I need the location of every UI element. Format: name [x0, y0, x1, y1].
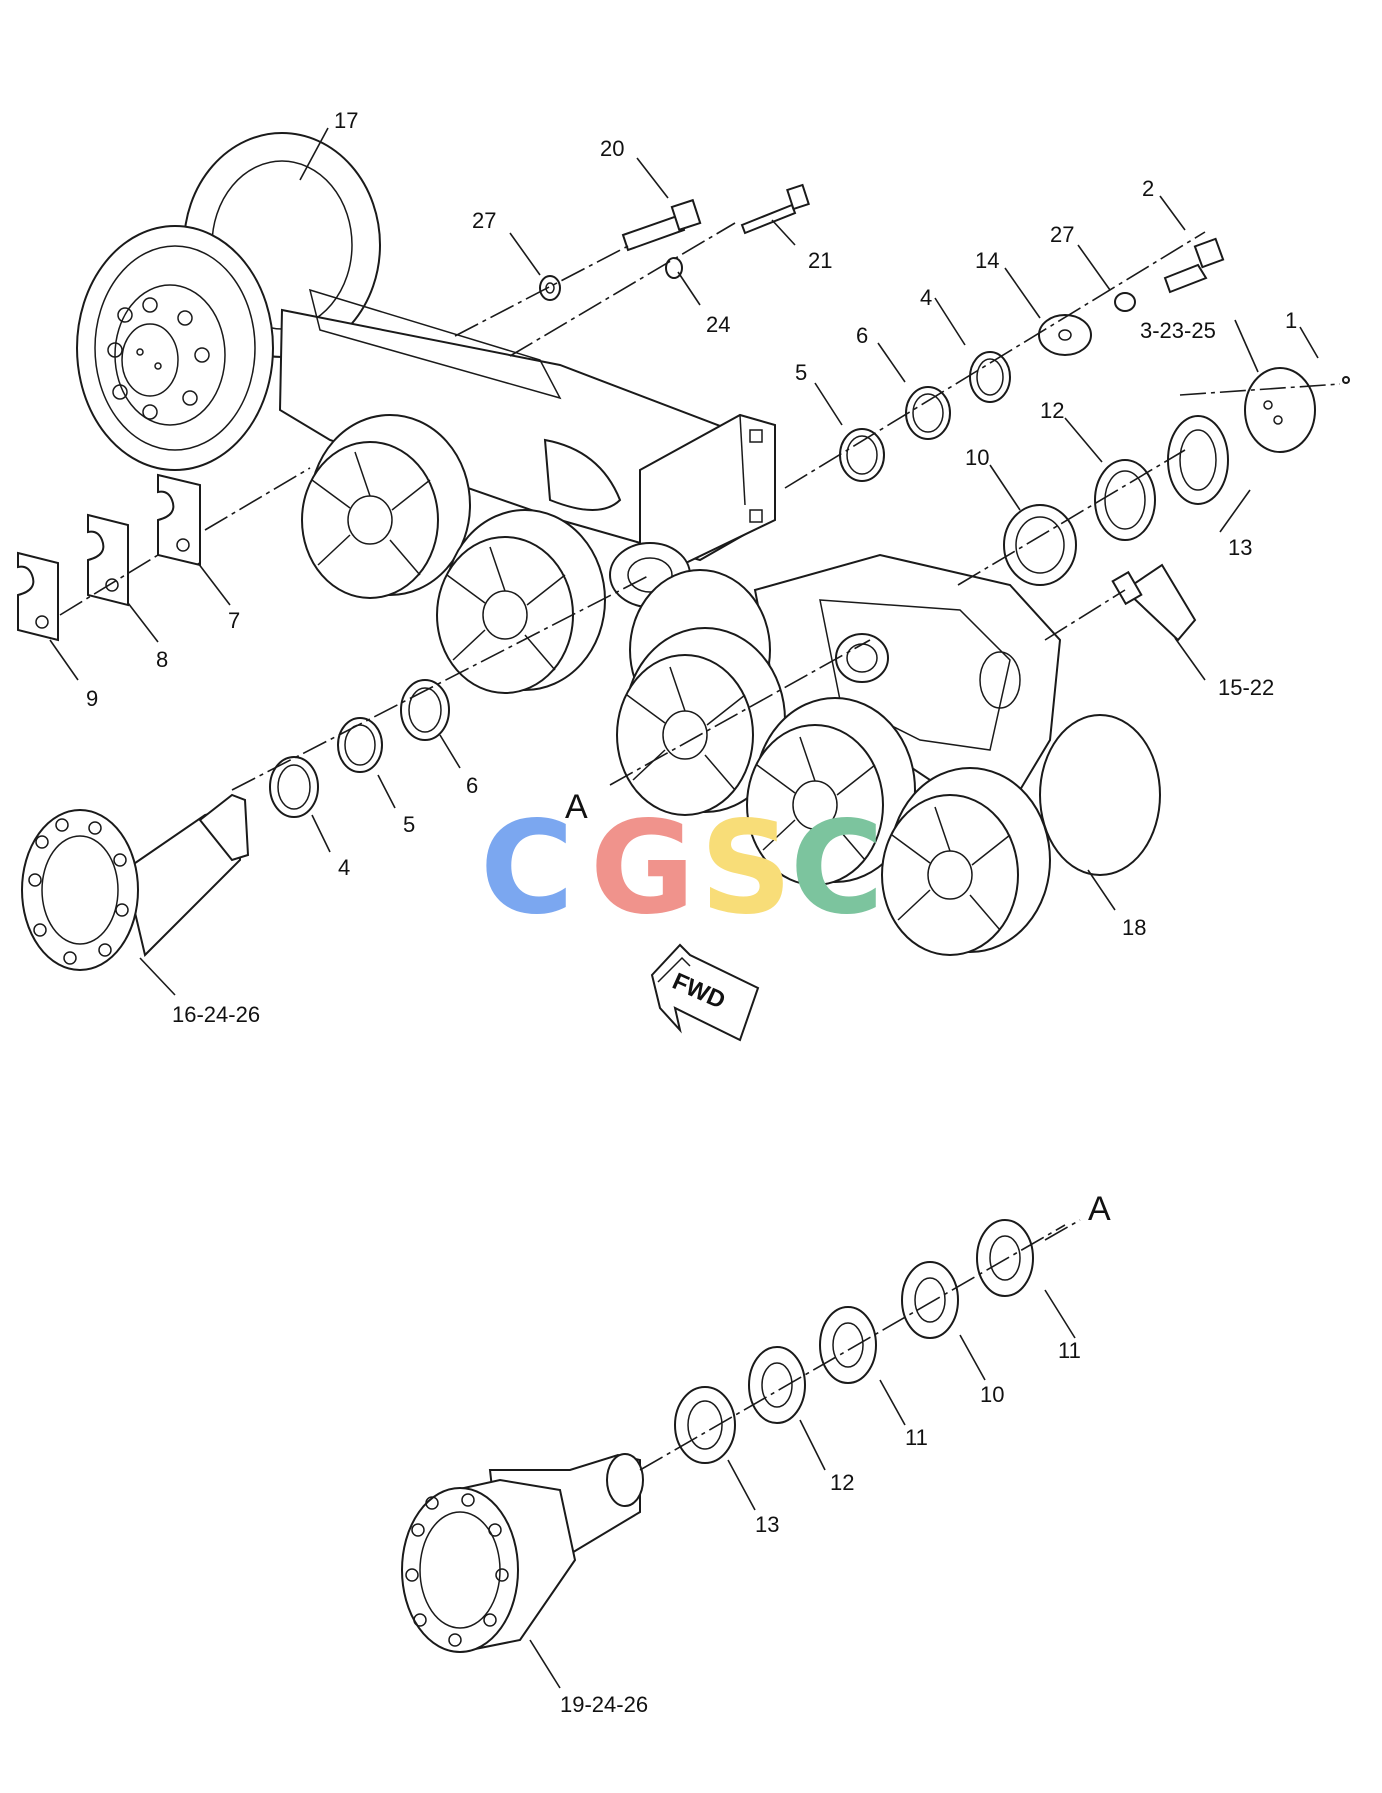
washers-lower — [674, 1219, 1034, 1464]
pin-assembly — [1111, 563, 1197, 642]
forward-arrow — [650, 943, 760, 1042]
callout-2: 2 — [1142, 176, 1154, 201]
washers-upper-right — [839, 237, 1350, 586]
callout-7: 7 — [228, 608, 240, 633]
callout-1: 1 — [1285, 308, 1297, 333]
spindle-upper — [21, 793, 250, 971]
callout-13: 13 — [755, 1512, 779, 1537]
rear-wheel-assembly — [76, 132, 381, 471]
watermark-letter-1: C — [480, 794, 574, 943]
callout-10: 10 — [965, 445, 989, 470]
main-frame — [278, 288, 776, 608]
callout-11: 11 — [1058, 1338, 1081, 1363]
callout-24: 24 — [706, 312, 730, 337]
callout-14: 14 — [975, 248, 999, 273]
callouts-lower: A 11 10 11 12 13 19-24-26 — [560, 1190, 1111, 1717]
callout-6: 6 — [856, 323, 868, 348]
front-rollers-upper — [301, 414, 606, 694]
leader-lines-upper — [49, 127, 1319, 996]
callout-13: 13 — [1228, 535, 1252, 560]
spindle-lower — [401, 1453, 644, 1653]
leader-lines-lower — [529, 1289, 1076, 1689]
shims — [17, 473, 201, 642]
callout-6: 6 — [466, 773, 478, 798]
callout-11: 11 — [905, 1425, 928, 1450]
callout-4: 4 — [920, 285, 932, 310]
centerlines-lower — [639, 1219, 1081, 1471]
callout-19-24-26: 19-24-26 — [560, 1692, 648, 1717]
callout-27: 27 — [1050, 222, 1074, 247]
callout-12: 12 — [1040, 398, 1064, 423]
bogie-rollers — [616, 627, 1051, 956]
callout-5: 5 — [795, 360, 807, 385]
watermark-letter-4: C — [790, 794, 884, 943]
callout-16-24-26: 16-24-26 — [172, 1002, 260, 1027]
callouts-upper: 17 20 27 21 24 2 27 14 4 6 5 3-23-25 1 1… — [86, 108, 1297, 1027]
callout-21: 21 — [808, 248, 832, 273]
callout-4: 4 — [338, 855, 350, 880]
callout-15-22: 15-22 — [1218, 675, 1274, 700]
section-mark-a-lower: A — [1088, 1190, 1111, 1228]
centerlines-upper — [59, 222, 1341, 791]
callout-20: 20 — [600, 136, 624, 161]
washers-lower-left — [269, 679, 450, 818]
bolts-upper — [539, 183, 810, 301]
watermark-letter-3: S — [700, 794, 792, 943]
callout-12: 12 — [830, 1470, 854, 1495]
callout-27: 27 — [472, 208, 496, 233]
callout-8: 8 — [156, 647, 168, 672]
watermark-letter-2: G — [590, 794, 695, 943]
callout-9: 9 — [86, 686, 98, 711]
watermark-logo: C G S C — [480, 794, 884, 943]
callout-5: 5 — [403, 812, 415, 837]
callout-17: 17 — [334, 108, 358, 133]
callout-10: 10 — [980, 1382, 1004, 1407]
callout-3-23-25: 3-23-25 — [1140, 318, 1216, 343]
section-mark-a-upper: A — [565, 788, 588, 826]
callout-18: 18 — [1122, 915, 1146, 940]
